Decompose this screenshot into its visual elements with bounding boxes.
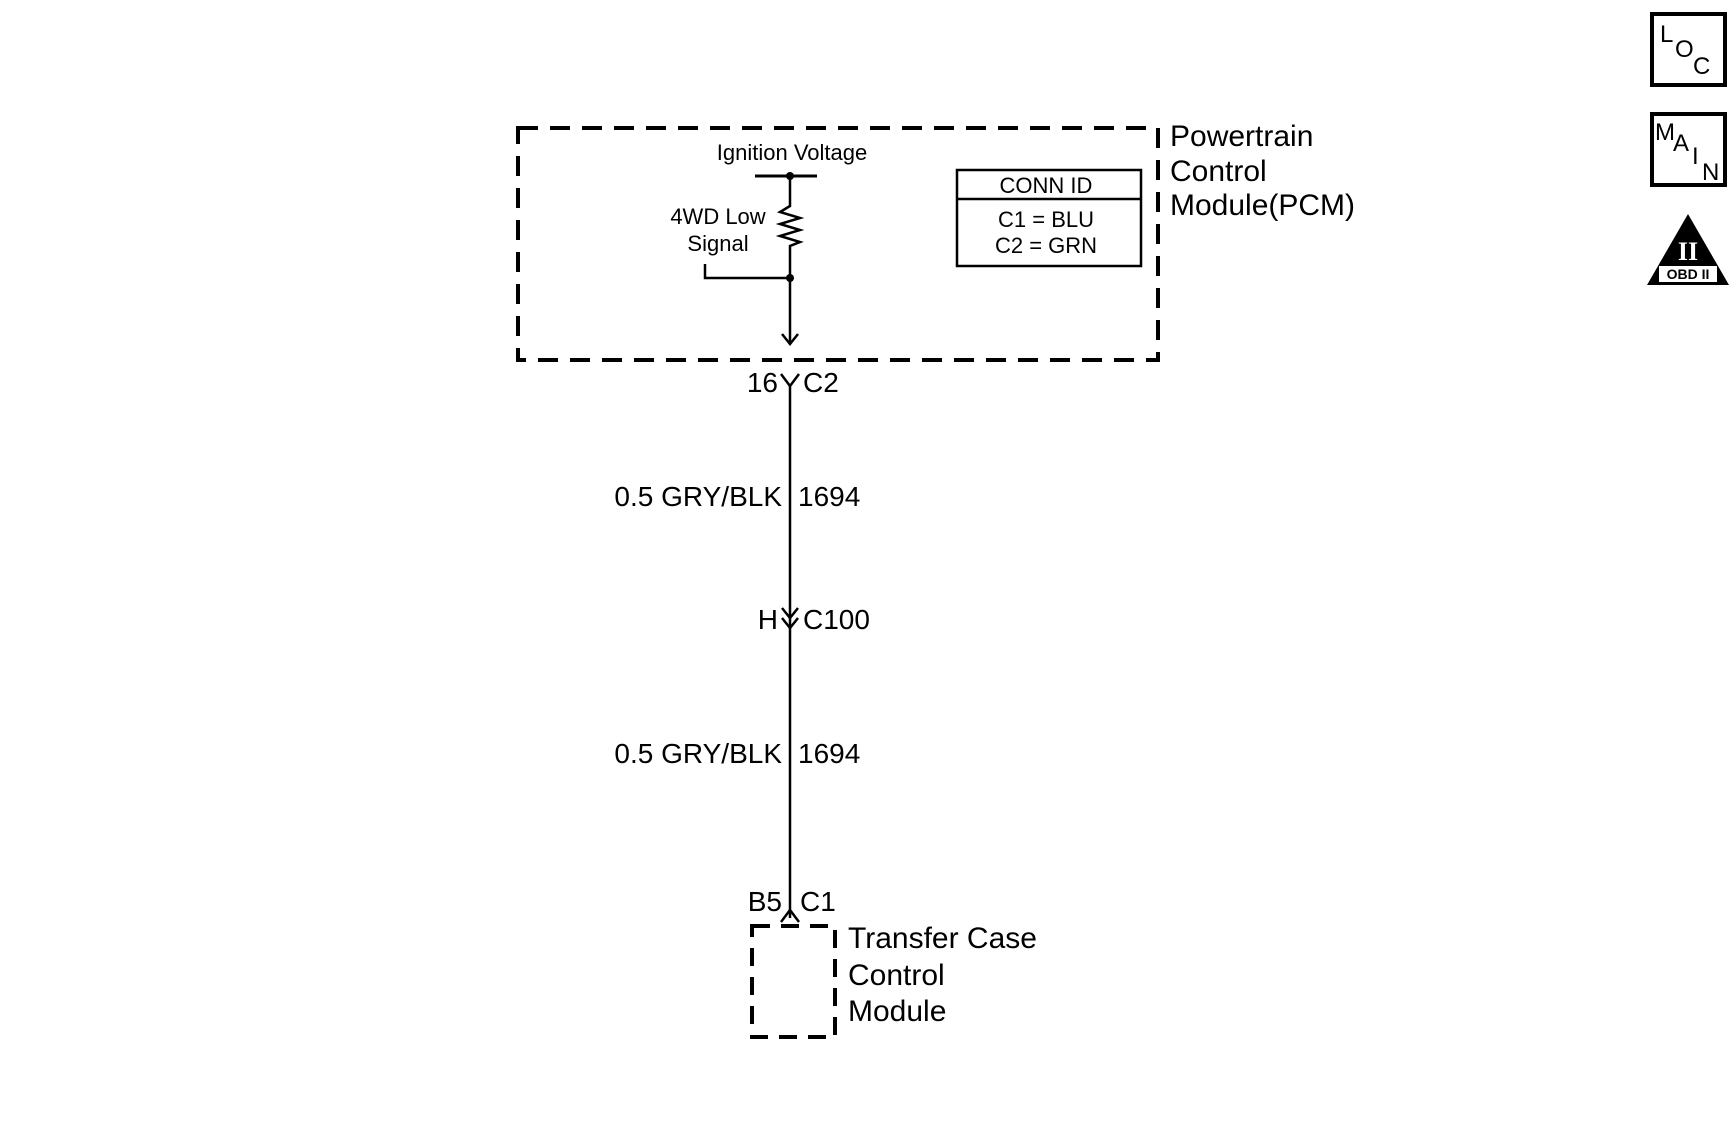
pcm-name-line3: Module(PCM): [1170, 189, 1355, 222]
inline-connector-lower: [781, 617, 799, 631]
pcm-name-line1: Powertrain: [1170, 120, 1313, 153]
tccm-name-line1: Transfer Case: [848, 922, 1037, 955]
main-icon-a: A: [1673, 130, 1689, 157]
conn-id-box: [955, 168, 1143, 268]
pcm-connector-id: C2: [803, 367, 839, 398]
wire-2-gauge-color: 0.5 GRY/BLK: [614, 738, 782, 769]
wire-2-circuit: 1694: [798, 738, 860, 769]
conn-id-c1: C1 = BLU: [998, 207, 1094, 232]
tccm-connector-symbol: [780, 907, 800, 923]
conn-id-c2: C2 = GRN: [995, 233, 1097, 258]
main-icon-n: N: [1702, 159, 1719, 186]
main-icon-m: M: [1655, 119, 1675, 146]
conn-id-title: CONN ID: [1000, 173, 1093, 198]
obd-ii-icon[interactable]: II OBD II: [1647, 214, 1729, 285]
ignition-voltage-label: Ignition Voltage: [717, 140, 867, 165]
signal-label-line1: 4WD Low: [670, 204, 765, 229]
wire-1-circuit: 1694: [798, 481, 860, 512]
loc-icon-l: L: [1660, 21, 1673, 48]
pcm-connector-symbol: [780, 373, 800, 389]
signal-line: [703, 264, 790, 280]
obd-ii-numeral: II: [1678, 237, 1698, 266]
pcm-connector-pin: 16: [747, 367, 778, 398]
tccm-module-outline: [750, 924, 837, 1039]
inline-connector-pin: H: [758, 604, 778, 635]
tccm-name-line2: Control: [848, 959, 945, 992]
pcm-name-line2: Control: [1170, 155, 1267, 188]
wire-1-gauge-color: 0.5 GRY/BLK: [614, 481, 782, 512]
pcm-output-arrow: [781, 333, 799, 347]
loc-icon-c: C: [1693, 53, 1710, 80]
loc-icon[interactable]: L O C: [1650, 12, 1727, 87]
main-icon[interactable]: M A I N: [1650, 112, 1727, 187]
signal-label-line2: Signal: [687, 231, 748, 256]
pcm-module-outline: [516, 126, 1160, 362]
loc-icon-o: O: [1675, 36, 1694, 63]
pullup-resistor: [775, 176, 805, 278]
inline-connector-upper: [781, 607, 799, 621]
inline-connector-id: C100: [803, 604, 870, 635]
obd-ii-label: OBD II: [1667, 266, 1710, 282]
main-icon-i: I: [1692, 143, 1699, 170]
tccm-name-line3: Module: [848, 995, 946, 1028]
tccm-connector-id: C1: [800, 886, 836, 917]
tccm-connector-pin: B5: [748, 886, 782, 917]
